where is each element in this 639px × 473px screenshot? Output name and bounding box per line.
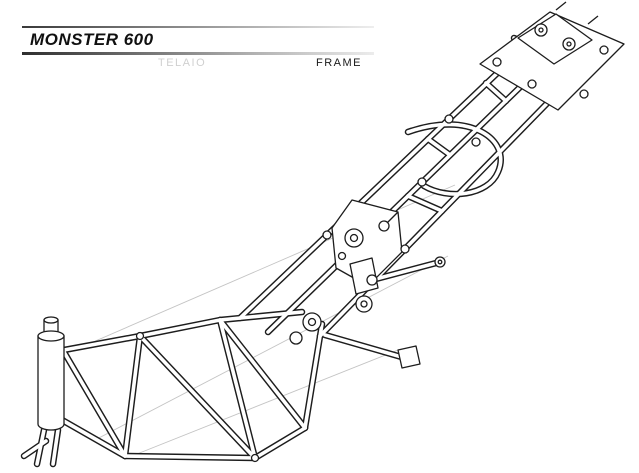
tube-bosses bbox=[135, 114, 481, 463]
rear-subframe bbox=[479, 1, 625, 111]
header-top-rule bbox=[22, 26, 374, 28]
steering-head bbox=[37, 316, 65, 431]
header-bottom-rule bbox=[22, 52, 374, 55]
label-telaio: TELAIO bbox=[158, 57, 207, 69]
page-title: MONSTER 600 bbox=[30, 30, 154, 49]
frame-tubes bbox=[20, 34, 590, 468]
label-frame: FRAME bbox=[316, 57, 362, 69]
suspension-linkage bbox=[349, 256, 446, 369]
swingarm-pivot bbox=[289, 312, 322, 345]
frame-details bbox=[37, 1, 625, 463]
